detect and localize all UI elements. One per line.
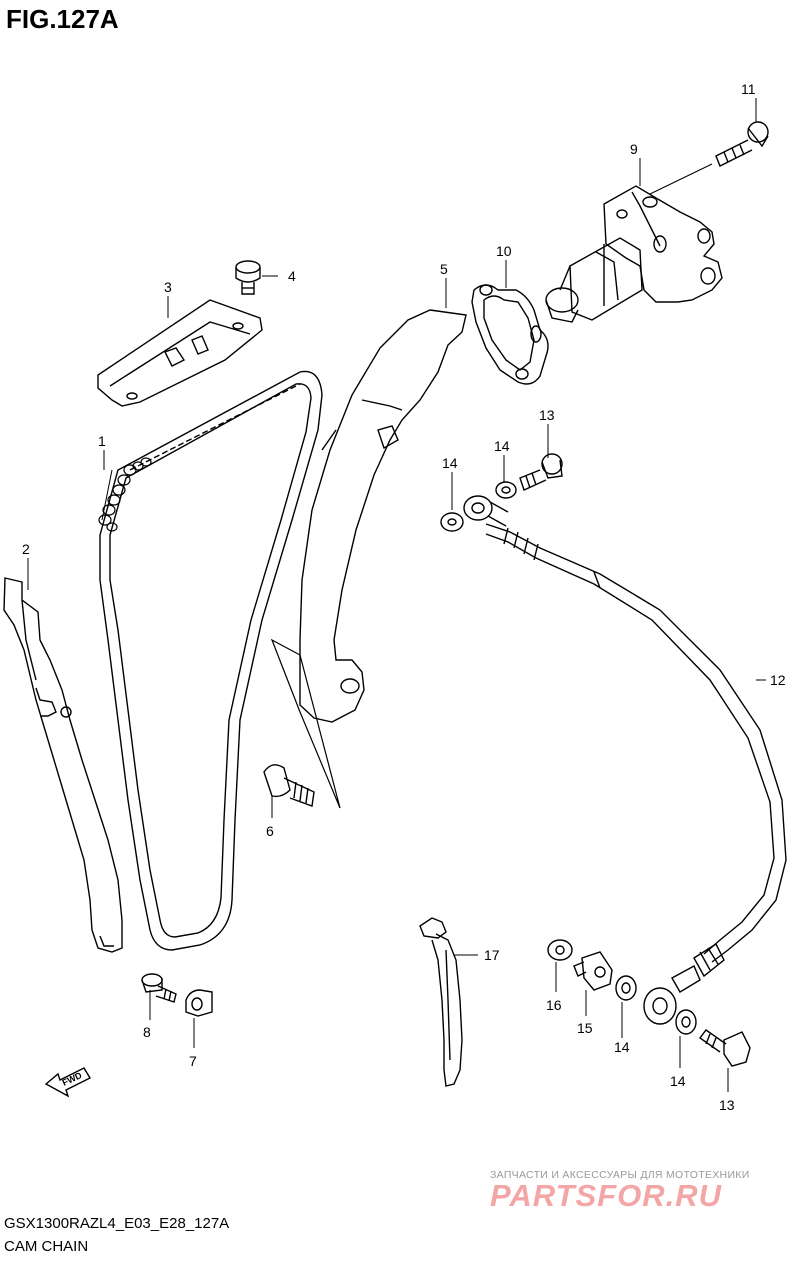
fwd-arrow-icon: FWD: [44, 1067, 91, 1098]
label-part-13-upper: 13: [539, 407, 555, 423]
watermark-tagline: ЗАПЧАСТИ И АКСЕССУАРЫ ДЛЯ МОТОТЕХНИКИ: [490, 1169, 750, 1181]
banjo-fitting-upper: [463, 495, 509, 527]
watermark-logo: PARTSFOR.RU: [490, 1178, 723, 1213]
label-part-8: 8: [143, 1024, 151, 1040]
part-10-gasket[interactable]: [471, 284, 549, 385]
label-part-14-upper-right: 14: [494, 438, 510, 454]
section-name: CAM CHAIN: [4, 1238, 89, 1255]
label-part-13-lower: 13: [719, 1097, 735, 1113]
label-part-11: 11: [741, 81, 756, 97]
label-part-10: 10: [496, 243, 512, 259]
label-part-14-lower-right: 14: [670, 1073, 686, 1089]
part-labels: 1 2 3 4 5 6 7 8 9 10 11 12 13 13 14 14 1…: [22, 81, 786, 1113]
label-part-5: 5: [440, 261, 448, 277]
part-3-upper-chain-guide[interactable]: [97, 299, 263, 407]
part-14-washer-upper-left[interactable]: [440, 512, 464, 532]
part-4-bolt[interactable]: [235, 260, 261, 295]
part-6-pivot-bolt[interactable]: [263, 764, 315, 807]
label-part-16: 16: [546, 997, 562, 1013]
model-code: GSX1300RAZL4_E03_E28_127A: [4, 1215, 230, 1232]
part-14-washer-upper-right[interactable]: [495, 481, 517, 499]
label-part-1: 1: [98, 433, 106, 449]
part-14-washer-lower-right[interactable]: [675, 1009, 697, 1035]
part-14-washer-lower-left[interactable]: [615, 975, 637, 1001]
part-15-bolt[interactable]: [573, 951, 613, 991]
part-16-washer[interactable]: [547, 939, 573, 961]
label-part-2: 2: [22, 541, 30, 557]
label-part-3: 3: [164, 279, 172, 295]
label-part-6: 6: [266, 823, 274, 839]
label-part-15: 15: [577, 1020, 593, 1036]
part-2-chain-guide[interactable]: [3, 577, 123, 953]
label-part-14-upper-left: 14: [442, 455, 458, 471]
banjo-fitting-lower: [643, 987, 677, 1025]
part-5-tensioner-arm[interactable]: [299, 309, 467, 723]
label-part-14-lower-left: 14: [614, 1039, 630, 1055]
part-9-tensioner-adjuster[interactable]: [545, 185, 723, 323]
part-11-bolt[interactable]: [715, 121, 769, 167]
label-part-9: 9: [630, 141, 638, 157]
leader-lines: [27, 98, 766, 1092]
label-part-4: 4: [288, 268, 296, 284]
figure-title: FIG.127A: [6, 4, 119, 34]
part-13-banjo-bolt-lower[interactable]: [699, 1029, 751, 1067]
part-17-cable-tie[interactable]: [419, 917, 463, 1087]
part-12-oil-hose[interactable]: [485, 523, 787, 993]
label-part-17: 17: [484, 947, 500, 963]
label-part-7: 7: [189, 1053, 197, 1069]
part-8-screw[interactable]: [141, 973, 177, 1003]
part-13-banjo-bolt-upper[interactable]: [519, 453, 563, 491]
part-7-washer-plate[interactable]: [185, 989, 213, 1017]
part-1-cam-chain[interactable]: [98, 370, 323, 951]
label-part-12: 12: [770, 672, 786, 688]
